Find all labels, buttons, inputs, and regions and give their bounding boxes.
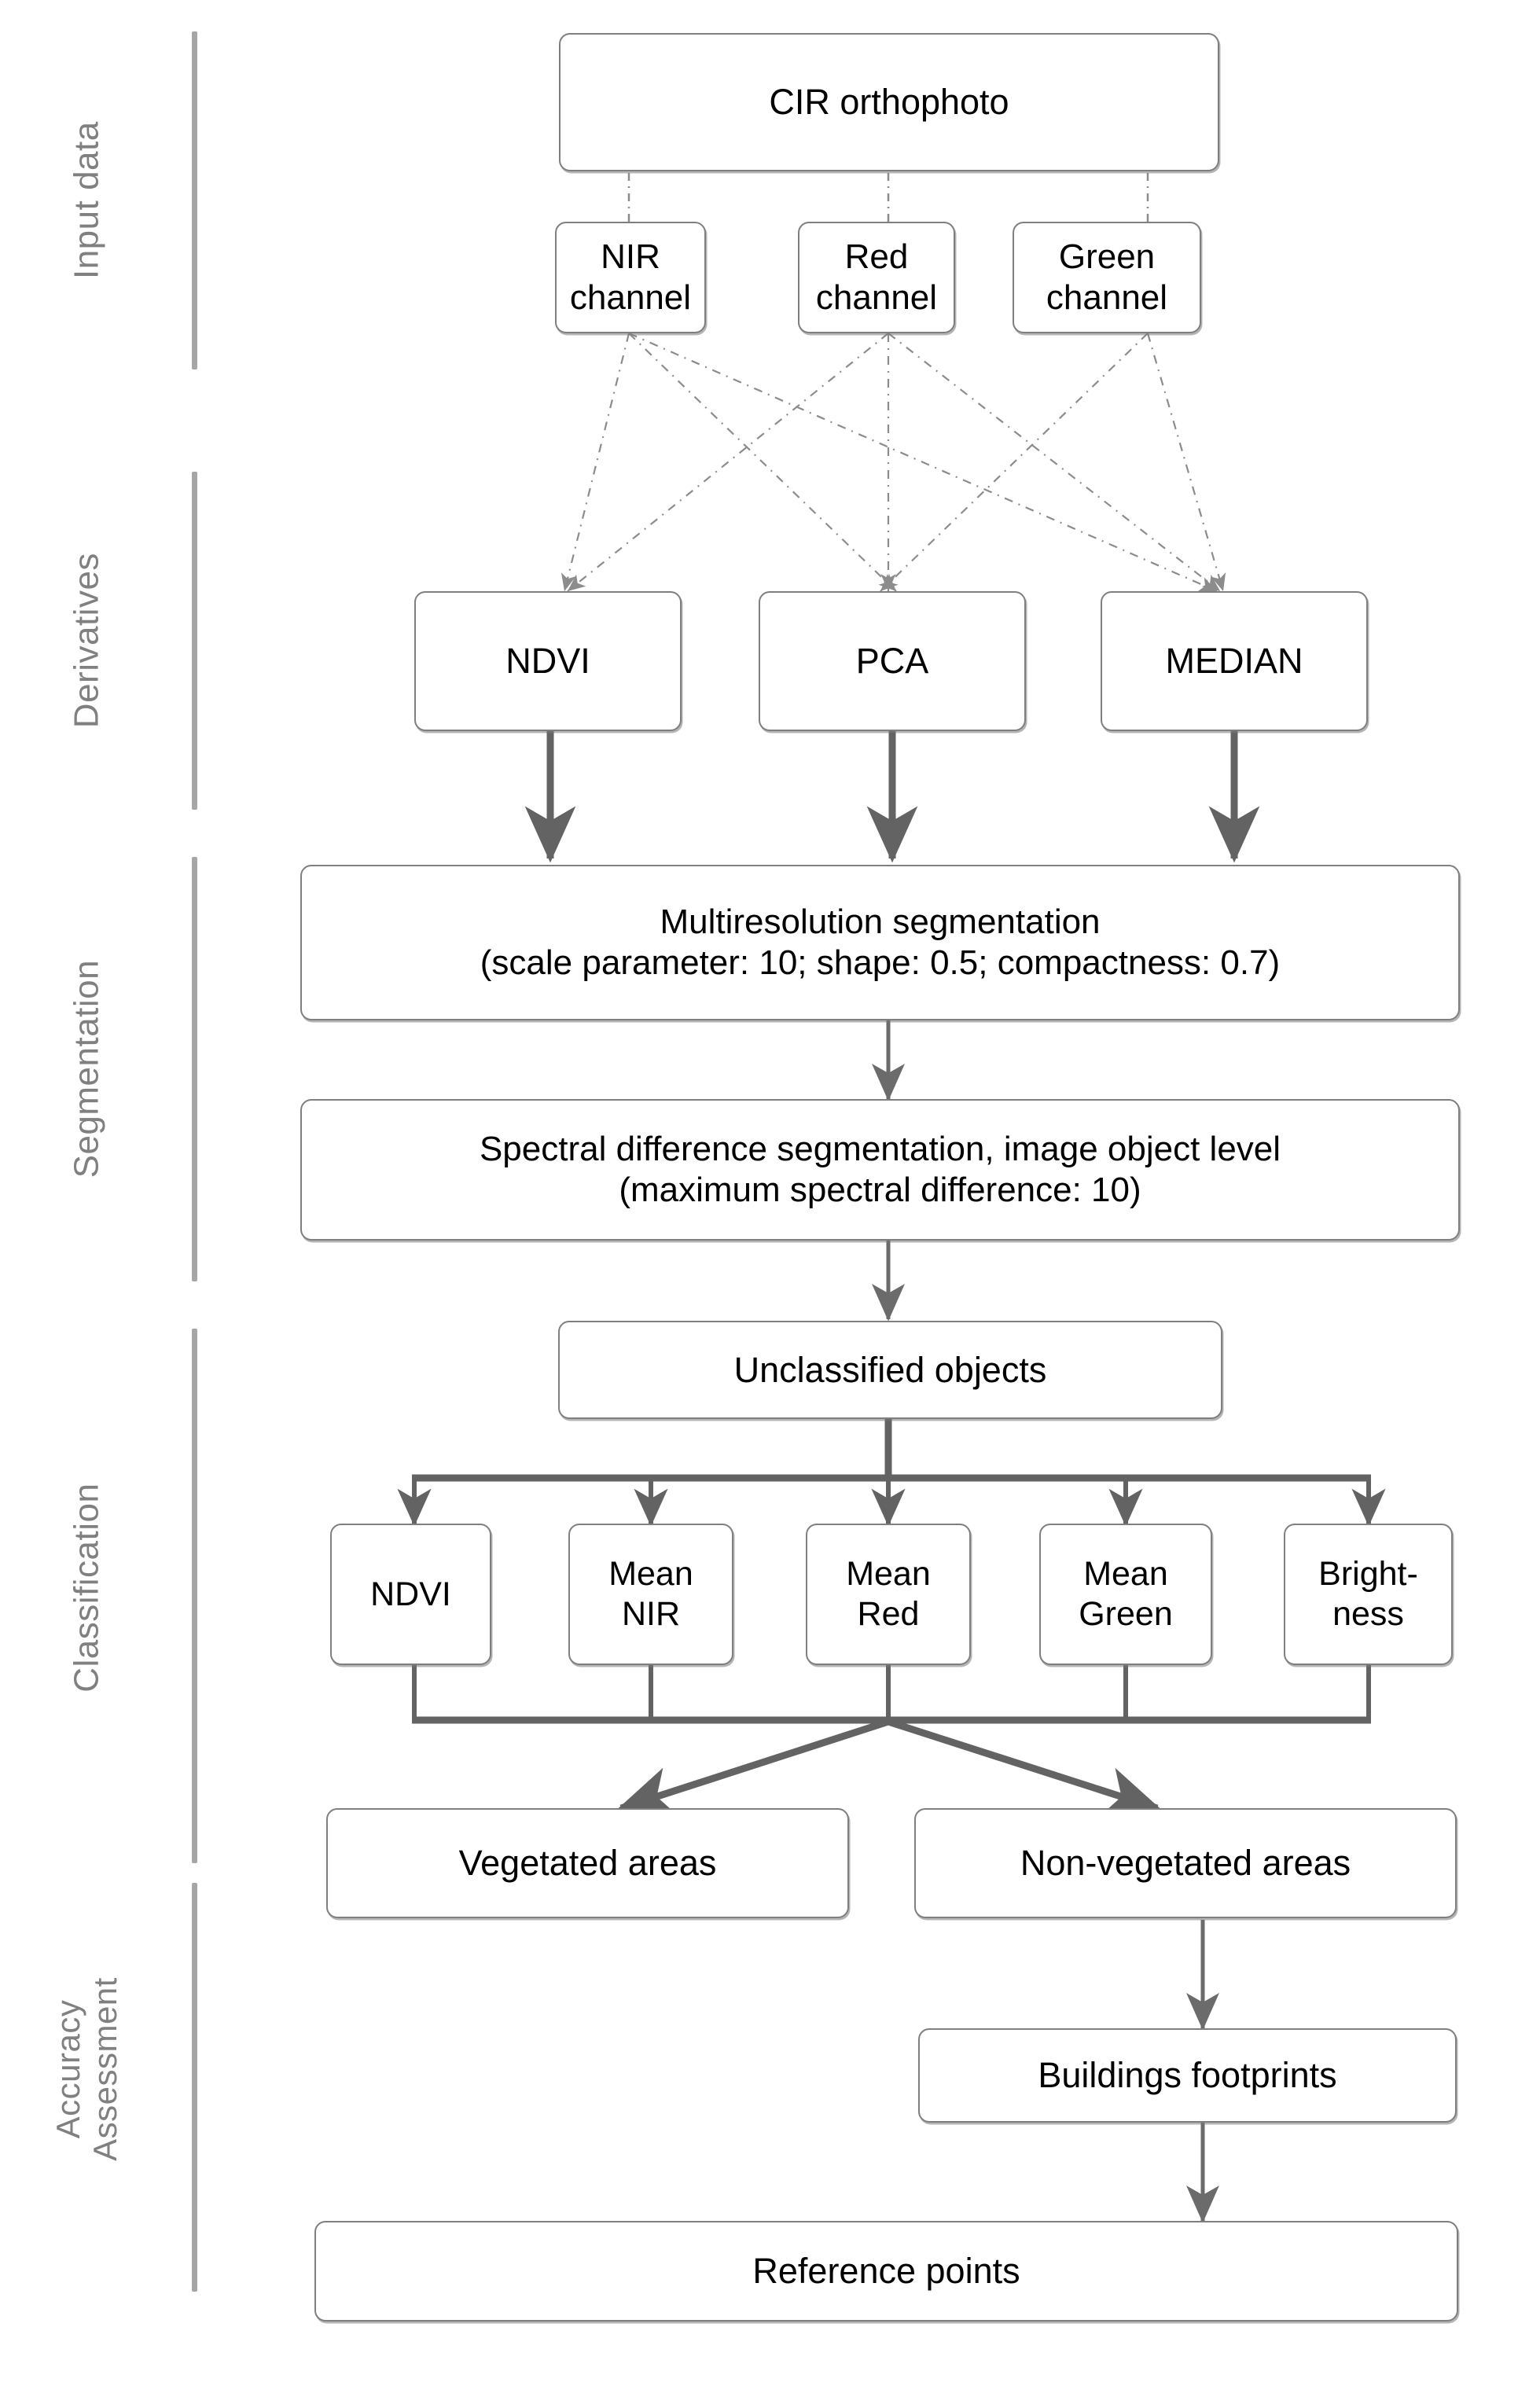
node-ndvi-derivative[interactable]: NDVI: [414, 591, 682, 731]
node-multiresolution-segmentation[interactable]: Multiresolution segmentation (scale para…: [300, 865, 1460, 1020]
node-green-channel[interactable]: Green channel: [1013, 222, 1201, 333]
stage-bar-input-data: [192, 31, 197, 369]
stage-bar-segmentation: [192, 857, 197, 1281]
node-feature-mean-green[interactable]: Mean Green: [1039, 1524, 1212, 1665]
node-feature-mean-nir[interactable]: Mean NIR: [568, 1524, 733, 1665]
node-feature-ndvi[interactable]: NDVI: [330, 1524, 491, 1665]
stage-label-accuracy-assessment: Accuracy Assessment: [49, 1977, 123, 2161]
node-buildings-footprints[interactable]: Buildings footprints: [918, 2028, 1457, 2123]
node-pca-derivative[interactable]: PCA: [759, 591, 1026, 731]
stage-label-derivatives: Derivatives: [67, 553, 106, 729]
node-feature-mean-red[interactable]: Mean Red: [806, 1524, 971, 1665]
node-feature-brightness[interactable]: Bright- ness: [1284, 1524, 1453, 1665]
stage-label-classification: Classification: [67, 1483, 106, 1693]
node-reference-points[interactable]: Reference points: [314, 2221, 1458, 2322]
node-median-derivative[interactable]: MEDIAN: [1101, 591, 1368, 731]
stage-bar-classification: [192, 1329, 197, 1863]
node-red-channel[interactable]: Red channel: [798, 222, 955, 333]
stage-bar-derivatives: [192, 472, 197, 810]
node-unclassified-objects[interactable]: Unclassified objects: [558, 1321, 1222, 1419]
stage-bar-accuracy: [192, 1883, 197, 2292]
stage-label-input-data: Input data: [67, 121, 106, 280]
stage-label-segmentation: Segmentation: [67, 959, 106, 1178]
node-nir-channel[interactable]: NIR channel: [555, 222, 706, 333]
node-non-vegetated-areas[interactable]: Non-vegetated areas: [914, 1808, 1457, 1918]
node-vegetated-areas[interactable]: Vegetated areas: [326, 1808, 849, 1918]
node-cir-orthophoto[interactable]: CIR orthophoto: [559, 33, 1219, 171]
node-spectral-difference-segmentation[interactable]: Spectral difference segmentation, image …: [300, 1099, 1460, 1241]
